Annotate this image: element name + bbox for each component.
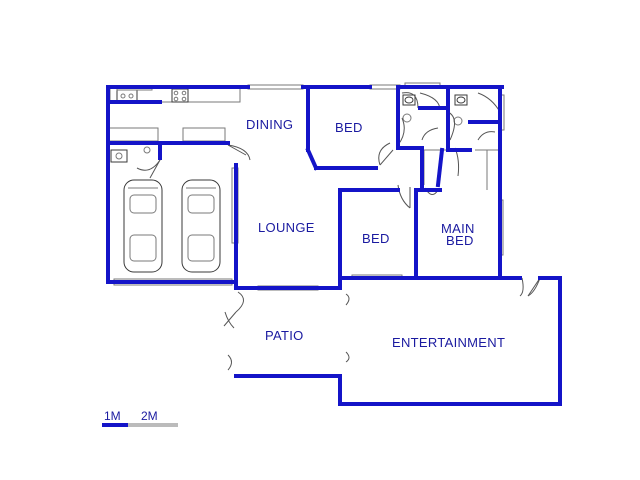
room-label-patio: PATIO (265, 328, 304, 343)
room-label-main: MAIN (441, 221, 475, 236)
car-icon (181, 179, 221, 273)
kitchen-fixtures (107, 87, 241, 163)
sink-icon (116, 89, 138, 102)
room-labels: DINING BED LOUNGE BED MAIN BED PATIO ENT… (246, 117, 505, 350)
windows (116, 82, 505, 291)
room-label-entertainment: ENTERTAINMENT (392, 335, 505, 350)
scale-bar: 1M 2M (102, 409, 178, 427)
washbasin-icon (110, 149, 128, 163)
room-label-main-bed: BED (446, 233, 474, 248)
garage (113, 179, 233, 286)
room-label-dining: DINING (246, 117, 293, 132)
room-label-bed-2: BED (362, 231, 390, 246)
door-swings (136, 92, 541, 371)
car-icon (123, 179, 163, 273)
scale-label-2m: 2M (141, 409, 158, 423)
room-label-lounge: LOUNGE (258, 220, 315, 235)
walls (106, 85, 562, 406)
scale-label-1m: 1M (104, 409, 121, 423)
room-label-bed: BED (335, 120, 363, 135)
